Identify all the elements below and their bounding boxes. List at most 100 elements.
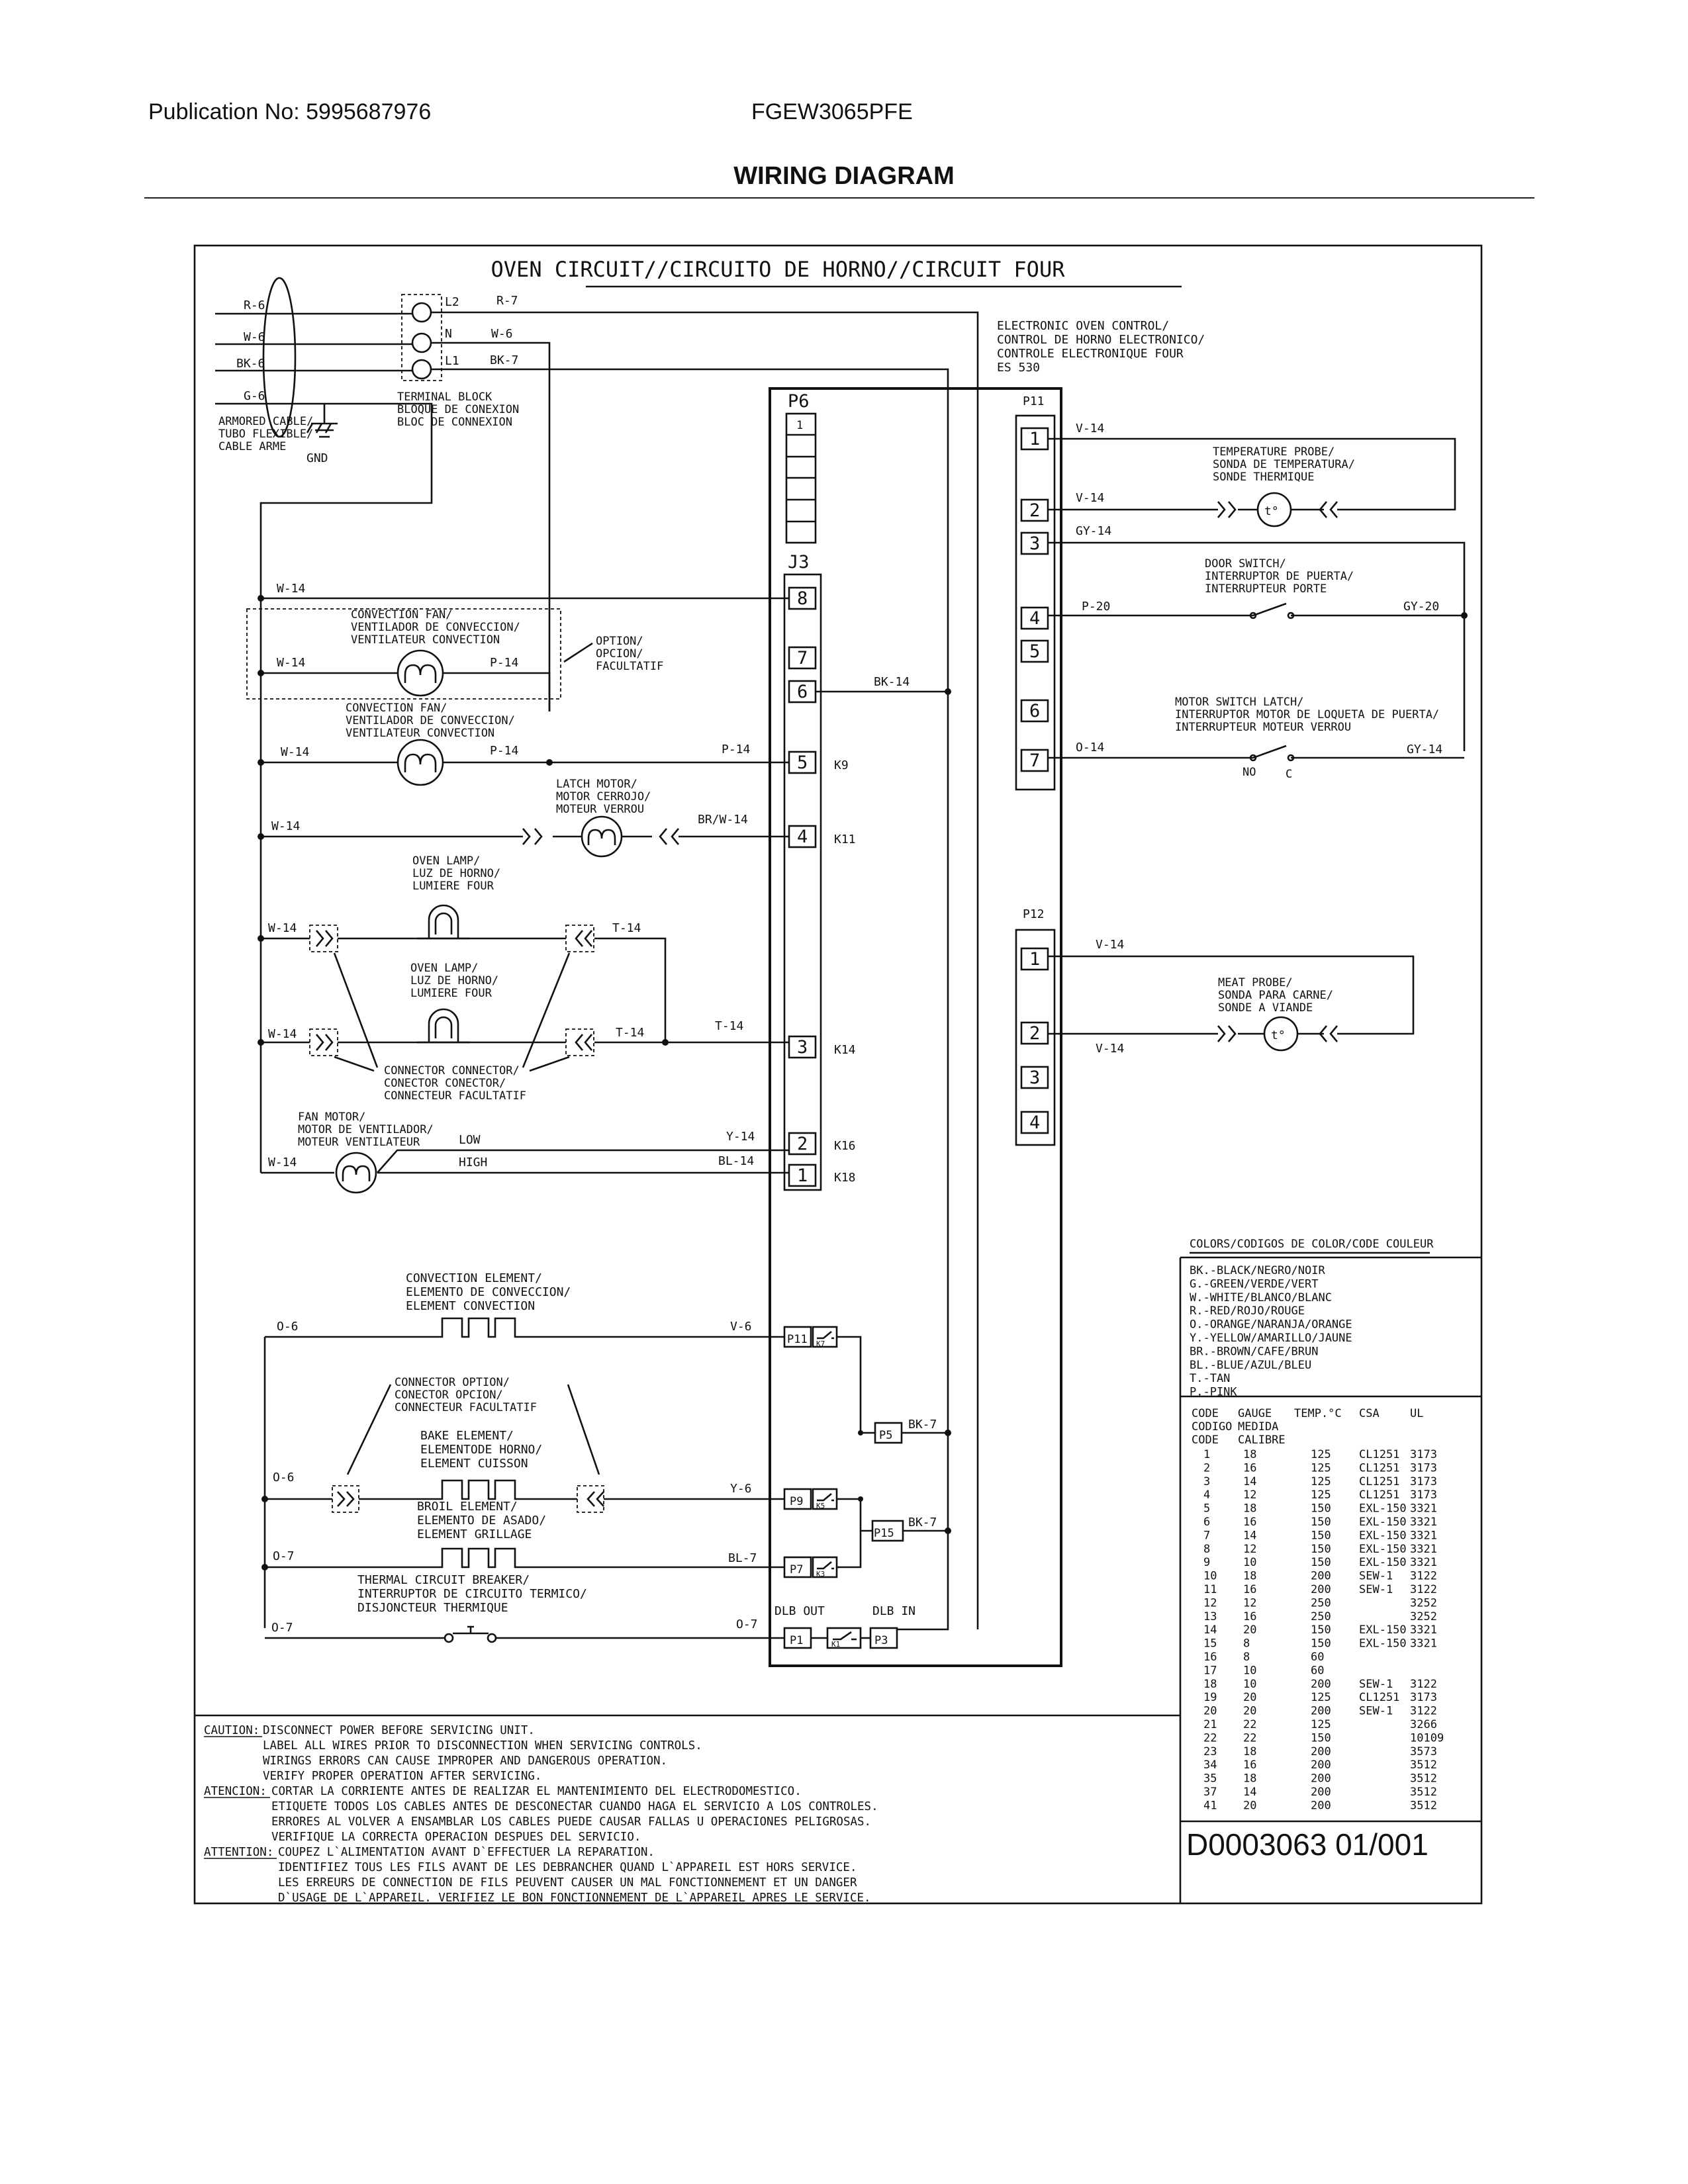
gauge-table-cell: 200 — [1311, 1678, 1331, 1691]
color-codes-heading: COLORS/CODIGOS DE COLOR/CODE COULEUR — [1190, 1238, 1434, 1251]
gauge-table-cell: 3321 — [1410, 1623, 1437, 1637]
p11-pin-6: 6 — [1029, 701, 1040, 721]
wire-label-w14-pin8: W-14 — [277, 582, 305, 596]
wire-label-p14-k9: P-14 — [722, 743, 750, 756]
wire-label-w14-lamp1: W-14 — [268, 921, 297, 935]
j3-pin-4: 4 — [797, 827, 808, 847]
gauge-header-temp: TEMP.°C — [1294, 1407, 1342, 1420]
wire-label-w14-fanmotor: W-14 — [268, 1156, 297, 1169]
p11-connector — [1015, 414, 1056, 791]
temp-probe-symbol: t° — [1264, 504, 1279, 518]
relay-p9: P9 — [790, 1495, 803, 1508]
gauge-table-cell: EXL-150 — [1359, 1556, 1407, 1569]
gauge-table-cell: SEW-1 — [1359, 1678, 1393, 1691]
relay-k18: K18 — [834, 1171, 856, 1185]
gauge-table-cell: CL1251 — [1359, 1448, 1399, 1461]
gauge-table-cell: 125 — [1311, 1461, 1331, 1475]
attention-word: ATTENTION: — [204, 1846, 273, 1859]
bake-element-icon — [265, 1479, 784, 1500]
gauge-table-cell: 250 — [1311, 1596, 1331, 1610]
connector-option-label-1: CONNECTOR OPTION/ — [395, 1376, 510, 1389]
conv-fan-2-label-3: VENTILATEUR CONVECTION — [346, 727, 494, 740]
broil-element-label-1: BROIL ELEMENT/ — [417, 1500, 518, 1514]
color-code-legend: COLORS/CODIGOS DE COLOR/CODE COULEUR BK.… — [1179, 1238, 1481, 1903]
temp-probe-label-3: SONDE THERMIQUE — [1213, 471, 1315, 484]
gauge-table-cell: 13 — [1203, 1610, 1217, 1623]
gauge-table-cell: 22 — [1243, 1731, 1256, 1745]
publication-number: Publication No: 5995687976 — [148, 99, 432, 124]
relay-p7: P7 — [790, 1563, 803, 1576]
connector-label-2: CONECTOR CONECTOR/ — [384, 1077, 506, 1090]
motor-switch-label-3: INTERRUPTEUR MOTEUR VERROU — [1175, 721, 1351, 734]
title-rule — [144, 197, 1534, 199]
wire-label-w14-latch: W-14 — [271, 819, 300, 833]
thermal-breaker-label-3: DISJONCTEUR THERMIQUE — [357, 1601, 508, 1615]
p11-pin-5: 5 — [1029, 641, 1040, 662]
wire-label-v14-p12-1: V-14 — [1096, 938, 1124, 952]
fan-motor-label-2: MOTOR DE VENTILADOR/ — [298, 1123, 434, 1136]
gauge-table-cell: 8 — [1203, 1543, 1210, 1556]
gauge-table-cell: 3512 — [1410, 1758, 1437, 1772]
wire-label-r7: R-7 — [496, 294, 518, 308]
relay-k11: K11 — [834, 833, 856, 846]
connector-label-3: CONNECTEUR FACULTATIF — [384, 1089, 526, 1103]
attention-line-3: LES ERREURS DE CONNECTION DE FILS PEUVEN… — [278, 1876, 857, 1889]
relay-p1: P1 — [790, 1634, 803, 1647]
color-item: R.-RED/ROJO/ROUGE — [1190, 1304, 1305, 1318]
gauge-table-cell: 17 — [1203, 1664, 1217, 1677]
convection-element-icon — [265, 1317, 784, 1338]
wire-label-g6: G-6 — [244, 389, 265, 403]
gauge-table-cell: SEW-1 — [1359, 1705, 1393, 1718]
color-item: BL.-BLUE/AZUL/BLEU — [1190, 1359, 1311, 1372]
gauge-table-cell: 150 — [1311, 1502, 1331, 1516]
wire-label-o6-bake: O-6 — [273, 1471, 295, 1484]
gauge-table-cell: 5 — [1203, 1502, 1210, 1516]
door-switch-label-2: INTERRUPTOR DE PUERTA/ — [1205, 570, 1354, 583]
sensor-circuits: V-14 TEMPERATURE PROBE/ SONDA DE TEMPERA… — [1048, 422, 1468, 1056]
gauge-table-cell: 60 — [1311, 1664, 1324, 1677]
gauge-table-cell: 3173 — [1410, 1448, 1437, 1461]
terminal-block-label-3: BLOC DE CONNEXION — [397, 416, 512, 429]
broil-element-label-2: ELEMENTO DE ASADO/ — [417, 1514, 546, 1527]
wire-label-w14-fan2: W-14 — [281, 745, 309, 759]
meat-probe-symbol: t° — [1271, 1028, 1286, 1042]
gauge-table-cell: 21 — [1203, 1718, 1217, 1731]
convection-fan-2-motor-icon — [397, 739, 444, 786]
caution-line-1: DISCONNECT POWER BEFORE SERVICING UNIT. — [263, 1724, 535, 1737]
gauge-table-cell: 8 — [1243, 1637, 1250, 1651]
wire-label-o7-breaker: O-7 — [271, 1621, 293, 1635]
connector-option-label-3: CONNECTEUR FACULTATIF — [395, 1401, 537, 1414]
gauge-table-cell: 22 — [1243, 1718, 1256, 1731]
option-label-1: OPTION/ — [596, 635, 643, 648]
bake-connector-right-icon — [586, 1491, 604, 1507]
gauge-table-cell: 20 — [1243, 1691, 1256, 1704]
gauge-header-medida: MEDIDA — [1238, 1420, 1278, 1433]
bake-element-label-1: BAKE ELEMENT/ — [420, 1429, 514, 1443]
dlb-in-label: DLB IN — [872, 1604, 915, 1618]
color-item: P.-PINK — [1190, 1386, 1237, 1399]
wire-label-v14-p12-2: V-14 — [1096, 1042, 1124, 1056]
gauge-table-cell: 150 — [1311, 1731, 1331, 1745]
gauge-table-cell: 34 — [1203, 1758, 1217, 1772]
wire-label-o6-conv: O-6 — [277, 1320, 299, 1334]
wire-label-p20: P-20 — [1082, 600, 1110, 614]
gauge-table-cell: 18 — [1243, 1448, 1256, 1461]
p11-pin-3: 3 — [1029, 533, 1040, 554]
gauge-table-cell: CL1251 — [1359, 1691, 1399, 1704]
gauge-table-cell: SEW-1 — [1359, 1583, 1393, 1596]
p6-pin-1: 1 — [796, 419, 803, 432]
gauge-table-cell: 3252 — [1410, 1610, 1437, 1623]
gnd-label: GND — [306, 451, 328, 465]
j3-pin-2: 2 — [797, 1134, 808, 1154]
caution-line-4: VERIFY PROPER OPERATION AFTER SERVICING. — [263, 1770, 541, 1783]
gauge-table-cell: 3122 — [1410, 1583, 1437, 1596]
color-item: G.-GREEN/VERDE/VERT — [1190, 1277, 1318, 1291]
oven-lamp-1-label-1: OVEN LAMP/ — [412, 854, 480, 868]
gauge-table-cell: 20 — [1243, 1623, 1256, 1637]
motor-switch-no: NO — [1243, 766, 1256, 779]
control-label-1: ELECTRONIC OVEN CONTROL/ — [997, 319, 1169, 333]
gauge-table-cell: 10 — [1243, 1664, 1256, 1677]
gauge-table-cell: 2 — [1203, 1461, 1210, 1475]
relay-p5: P5 — [879, 1429, 892, 1442]
gauge-table-cell: 200 — [1311, 1786, 1331, 1799]
